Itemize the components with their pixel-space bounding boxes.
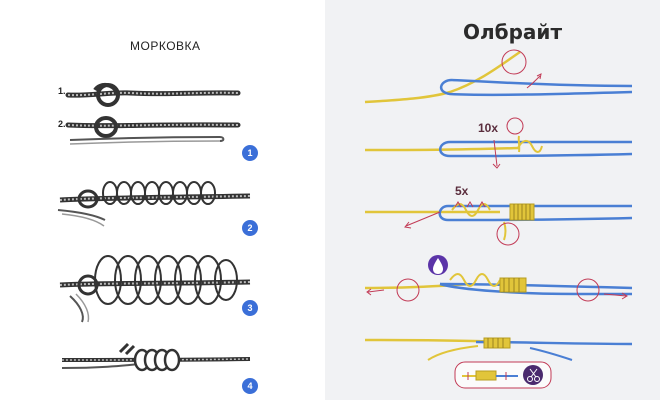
carrot-step1-line1 xyxy=(65,83,241,107)
albright-knot-title: Олбрайт xyxy=(463,20,563,44)
step-badge-2: 2 xyxy=(242,220,258,236)
row-label-1: 1. xyxy=(58,86,66,96)
albright-step2 xyxy=(364,117,633,169)
albright-step1 xyxy=(364,49,633,104)
carrot-step1-line2 xyxy=(65,116,241,145)
row-label-2: 2. xyxy=(58,119,66,129)
albright-step4 xyxy=(364,273,633,302)
carrot-step4-finished xyxy=(61,342,251,372)
carrot-knot-panel xyxy=(0,0,325,400)
carrot-step3-loose-coils xyxy=(59,255,251,323)
scissors-icon xyxy=(523,365,543,385)
albright-step5 xyxy=(364,337,633,389)
albright-knot-panel xyxy=(325,0,660,400)
step-badge-1: 1 xyxy=(242,145,258,161)
wrap-count-5x: 5x xyxy=(455,184,469,198)
water-drop-icon xyxy=(428,255,448,275)
step-badge-4: 4 xyxy=(242,378,258,394)
carrot-knot-title: МОРКОВКА xyxy=(130,39,201,53)
step-badge-3: 3 xyxy=(242,300,258,316)
wrap-count-10x: 10x xyxy=(478,121,499,135)
albright-step3 xyxy=(365,201,633,246)
carrot-step2-coils xyxy=(57,181,251,227)
